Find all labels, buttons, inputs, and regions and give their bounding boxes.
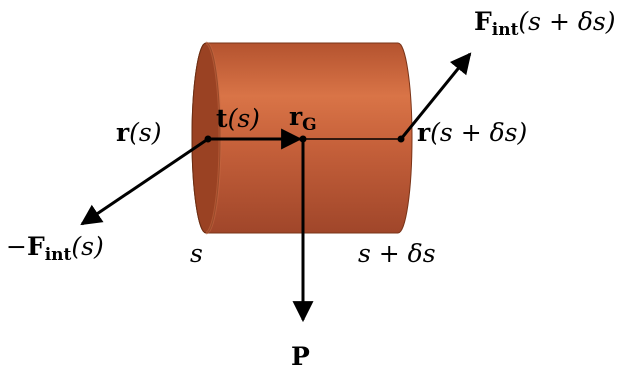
label-minus-F-int-s: −Fint(s) — [6, 232, 104, 265]
force-right-arrow — [399, 52, 472, 140]
point-r-G — [299, 135, 307, 143]
label-s-ds: s + δs — [358, 239, 436, 268]
label-r-s: r(s) — [116, 118, 162, 147]
label-P: P — [291, 342, 310, 371]
point-r-s-ds — [397, 135, 405, 143]
label-s: s — [190, 239, 203, 268]
label-F-int-s-ds: Fint(s + δs) — [474, 7, 615, 40]
label-t-s: t(s) — [216, 104, 260, 133]
label-r-G: rG — [289, 102, 317, 135]
point-r-s — [204, 135, 212, 143]
force-left-arrow — [80, 137, 209, 226]
label-r-s-ds: r(s + δs) — [417, 118, 527, 147]
